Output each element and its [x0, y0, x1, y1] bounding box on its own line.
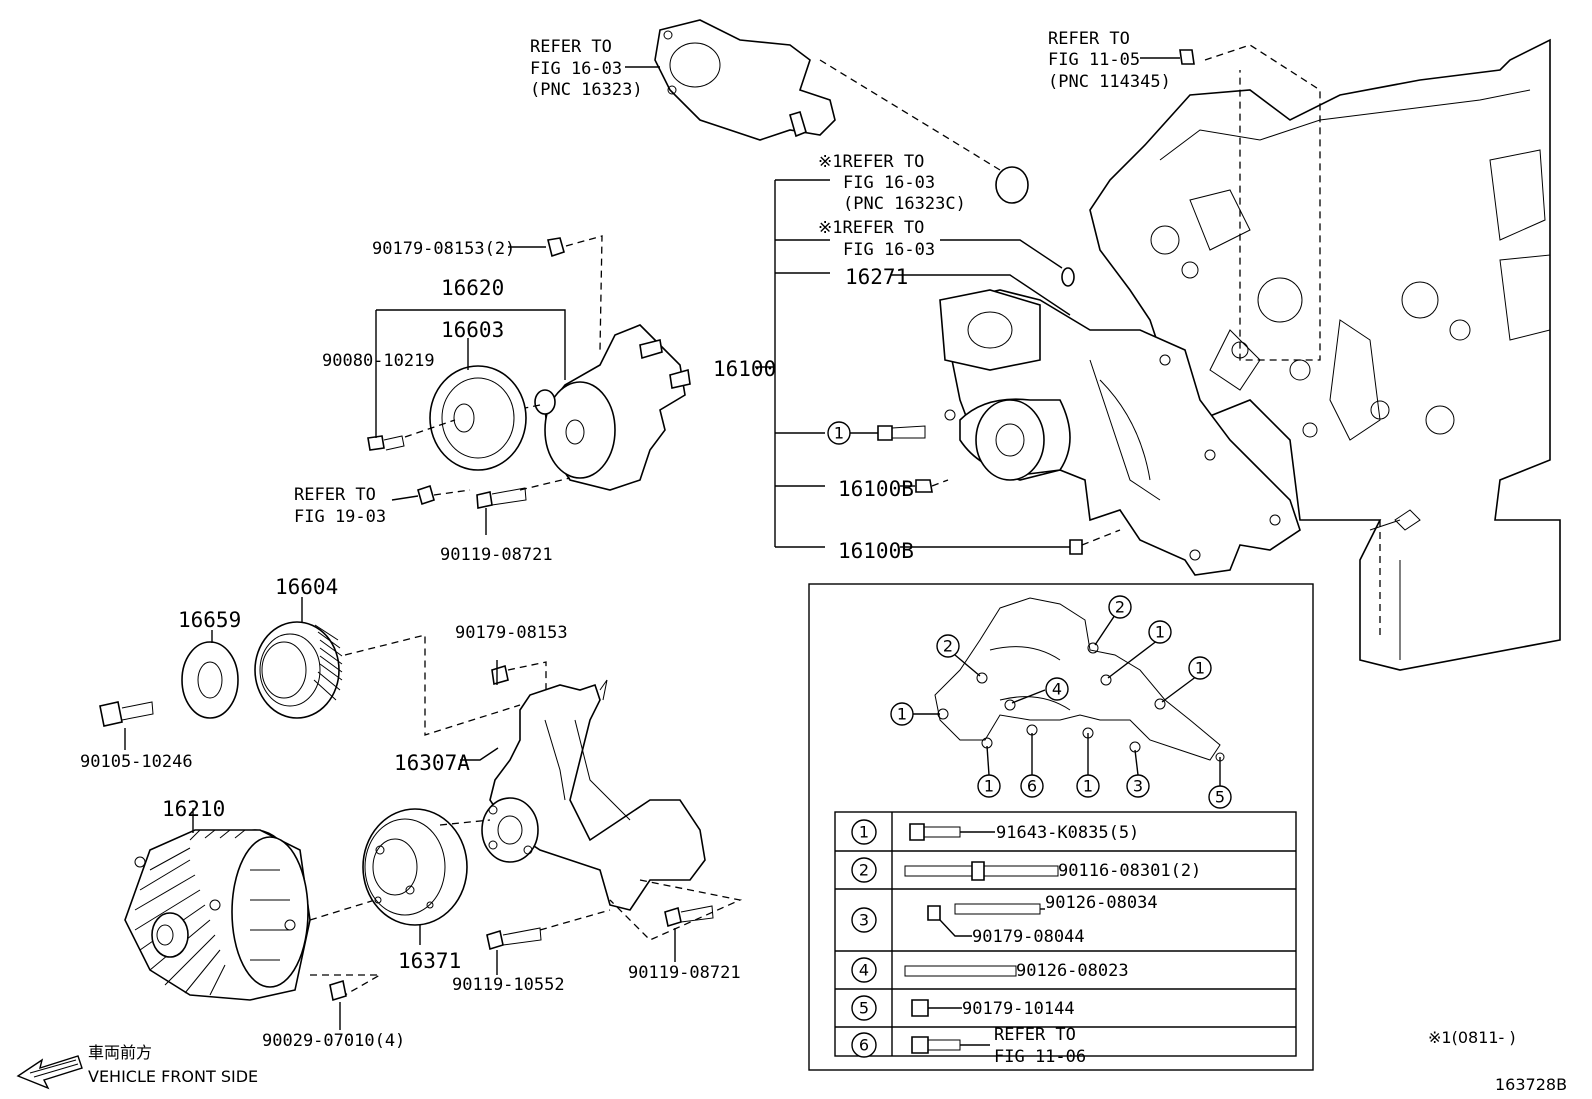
svg-text:3: 3 [859, 911, 869, 930]
svg-text:90126-08023: 90126-08023 [1016, 961, 1129, 981]
svg-text:1: 1 [984, 777, 994, 796]
vehicle-front-indicator: 車両前方 VEHICLE FRONT SIDE [16, 1043, 258, 1090]
ref-label: REFER TO [530, 37, 612, 57]
svg-text:FIG 11-06: FIG 11-06 [994, 1047, 1086, 1067]
svg-text:5: 5 [859, 999, 869, 1018]
part-label: 90119-10552 [452, 975, 565, 995]
water-inlet-illustration [654, 19, 1029, 204]
ref-label: FIG 16-03 [530, 59, 622, 79]
svg-text:3: 3 [1133, 777, 1143, 796]
svg-text:1: 1 [859, 823, 869, 842]
svg-text:2: 2 [1115, 598, 1125, 617]
svg-text:1: 1 [897, 705, 907, 724]
svg-text:5: 5 [1215, 788, 1225, 807]
part-label: 90119-08721 [628, 963, 741, 983]
callout-1: 1 [834, 424, 844, 443]
inset-box [808, 583, 1314, 1071]
part-label: 16620 [441, 276, 504, 300]
ref-label: (PNC 16323C) [843, 194, 966, 214]
svg-text:1: 1 [1083, 777, 1093, 796]
svg-text:91643-K0835(5): 91643-K0835(5) [996, 823, 1139, 843]
pulley-illustration [99, 621, 521, 736]
ref-label: ※1REFER TO [818, 152, 924, 172]
svg-text:REFER TO: REFER TO [994, 1025, 1076, 1045]
figure-code: 163728B [1495, 1075, 1567, 1094]
ref-label: REFER TO [294, 485, 376, 505]
part-label: 90105-10246 [80, 752, 193, 772]
bracket-illustration [481, 661, 743, 941]
inset-cover-illustration [934, 597, 1221, 761]
part-label: 16659 [178, 608, 241, 632]
part-label: 16100B [838, 539, 914, 563]
part-label: 16210 [162, 797, 225, 821]
part-label: 90179-08153(2) [372, 239, 515, 259]
part-label: 16100B [838, 477, 914, 501]
water-pump-illustration [939, 289, 1301, 576]
fan-clutch-illustration [124, 829, 383, 1002]
ref-label: REFER TO [1048, 29, 1130, 49]
svg-text:6: 6 [859, 1036, 869, 1055]
ref-label: (PNC 114345) [1048, 72, 1171, 92]
ref-label: FIG 16-03 [843, 240, 935, 260]
part-label: 16603 [441, 318, 504, 342]
svg-text:90179-10144: 90179-10144 [962, 999, 1075, 1019]
part-label: 90179-08153 [455, 623, 568, 643]
part-label: 90080-10219 [322, 351, 435, 371]
ref-label: FIG 16-03 [843, 173, 935, 193]
engine-block-illustration [1089, 38, 1561, 671]
tensioner-illustration [367, 235, 691, 509]
svg-text:2: 2 [943, 637, 953, 656]
footnote: ※1(0811- ) [1428, 1028, 1516, 1047]
vehicle-front-jp-label: 車両前方 [88, 1043, 152, 1062]
ref-label: FIG 19-03 [294, 507, 386, 527]
svg-text:4: 4 [859, 961, 869, 980]
part-label: 16307A [394, 751, 470, 775]
part-label: 90029-07010(4) [262, 1031, 405, 1051]
svg-text:90116-08301(2): 90116-08301(2) [1058, 861, 1201, 881]
svg-text:90179-08044: 90179-08044 [972, 927, 1085, 947]
ref-label: FIG 11-05 [1048, 50, 1140, 70]
fastener-legend-table: 1 2 3 4 5 6 91643-K0835(5) 90116-08301(2… [834, 811, 1297, 1067]
svg-text:6: 6 [1027, 777, 1037, 796]
svg-text:90126-08034: 90126-08034 [1045, 893, 1158, 913]
inset-callouts: 2 1 2 1 1 4 1 6 1 3 5 [890, 595, 1232, 809]
part-number-labels: 90179-08153(2) 16620 16603 90080-10219 9… [80, 239, 914, 1051]
svg-text:4: 4 [1052, 680, 1062, 699]
svg-text:1: 1 [1155, 623, 1165, 642]
part-label: 16100 [713, 357, 776, 381]
ref-label: ※1REFER TO [818, 218, 924, 238]
pulley-16371-illustration [362, 808, 491, 926]
reference-labels: REFER TO FIG 16-03 (PNC 16323) REFER TO … [294, 29, 1171, 527]
part-label: 16271 [845, 265, 908, 289]
ref-label: (PNC 16323) [530, 80, 643, 100]
part-label: 90119-08721 [440, 545, 553, 565]
part-label: 16604 [275, 575, 338, 599]
part-label: 16371 [398, 949, 461, 973]
svg-text:1: 1 [1195, 659, 1205, 678]
svg-text:2: 2 [859, 861, 869, 880]
vehicle-front-label: VEHICLE FRONT SIDE [88, 1067, 258, 1086]
o-ring-icon [1061, 267, 1075, 287]
